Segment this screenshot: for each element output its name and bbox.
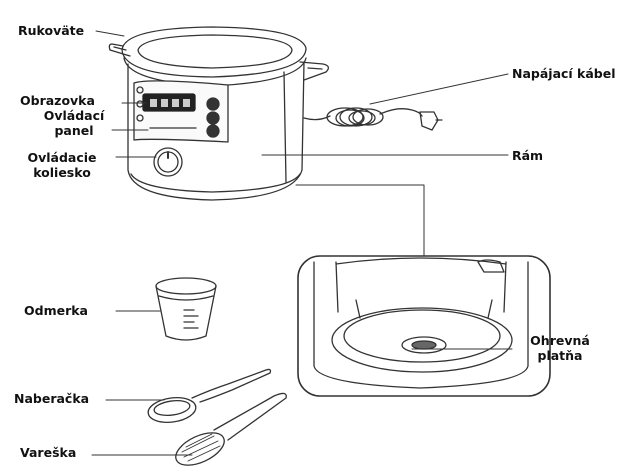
panel-button-1 xyxy=(207,98,219,110)
left-handle xyxy=(109,44,130,56)
label-screen: Obrazovka xyxy=(20,93,95,108)
power-plug xyxy=(420,112,438,130)
label-control-knob-line2: koliesko xyxy=(10,165,114,180)
label-measuring-cup: Odmerka xyxy=(24,303,88,318)
label-power-cord: Napájací kábel xyxy=(512,66,616,81)
label-ladle: Naberačka xyxy=(14,391,89,406)
label-heating-plate: Ohrevná platňa xyxy=(510,333,610,363)
label-body: Rám xyxy=(512,148,543,163)
label-spatula: Vareška xyxy=(20,445,76,460)
power-cord-illustration xyxy=(304,108,442,130)
label-control-panel-line1: Ovládací xyxy=(34,108,114,123)
label-heating-plate-line1: Ohrevná xyxy=(510,333,610,348)
measuring-cup-illustration xyxy=(156,278,216,340)
multicooker-illustration xyxy=(109,27,328,200)
label-control-panel-line2: panel xyxy=(34,123,114,138)
heating-plate-inset xyxy=(298,256,550,396)
panel-button-3 xyxy=(207,125,219,137)
label-handles: Rukoväte xyxy=(18,23,84,38)
label-control-panel: Ovládací panel xyxy=(34,108,114,138)
spatula-illustration xyxy=(171,393,286,471)
inset-frame xyxy=(298,256,550,396)
ladle-illustration xyxy=(147,369,271,425)
label-control-knob: Ovládacie koliesko xyxy=(10,150,114,180)
label-control-knob-line1: Ovládacie xyxy=(10,150,114,165)
panel-button-2 xyxy=(207,112,219,124)
label-heating-plate-line2: platňa xyxy=(510,348,610,363)
